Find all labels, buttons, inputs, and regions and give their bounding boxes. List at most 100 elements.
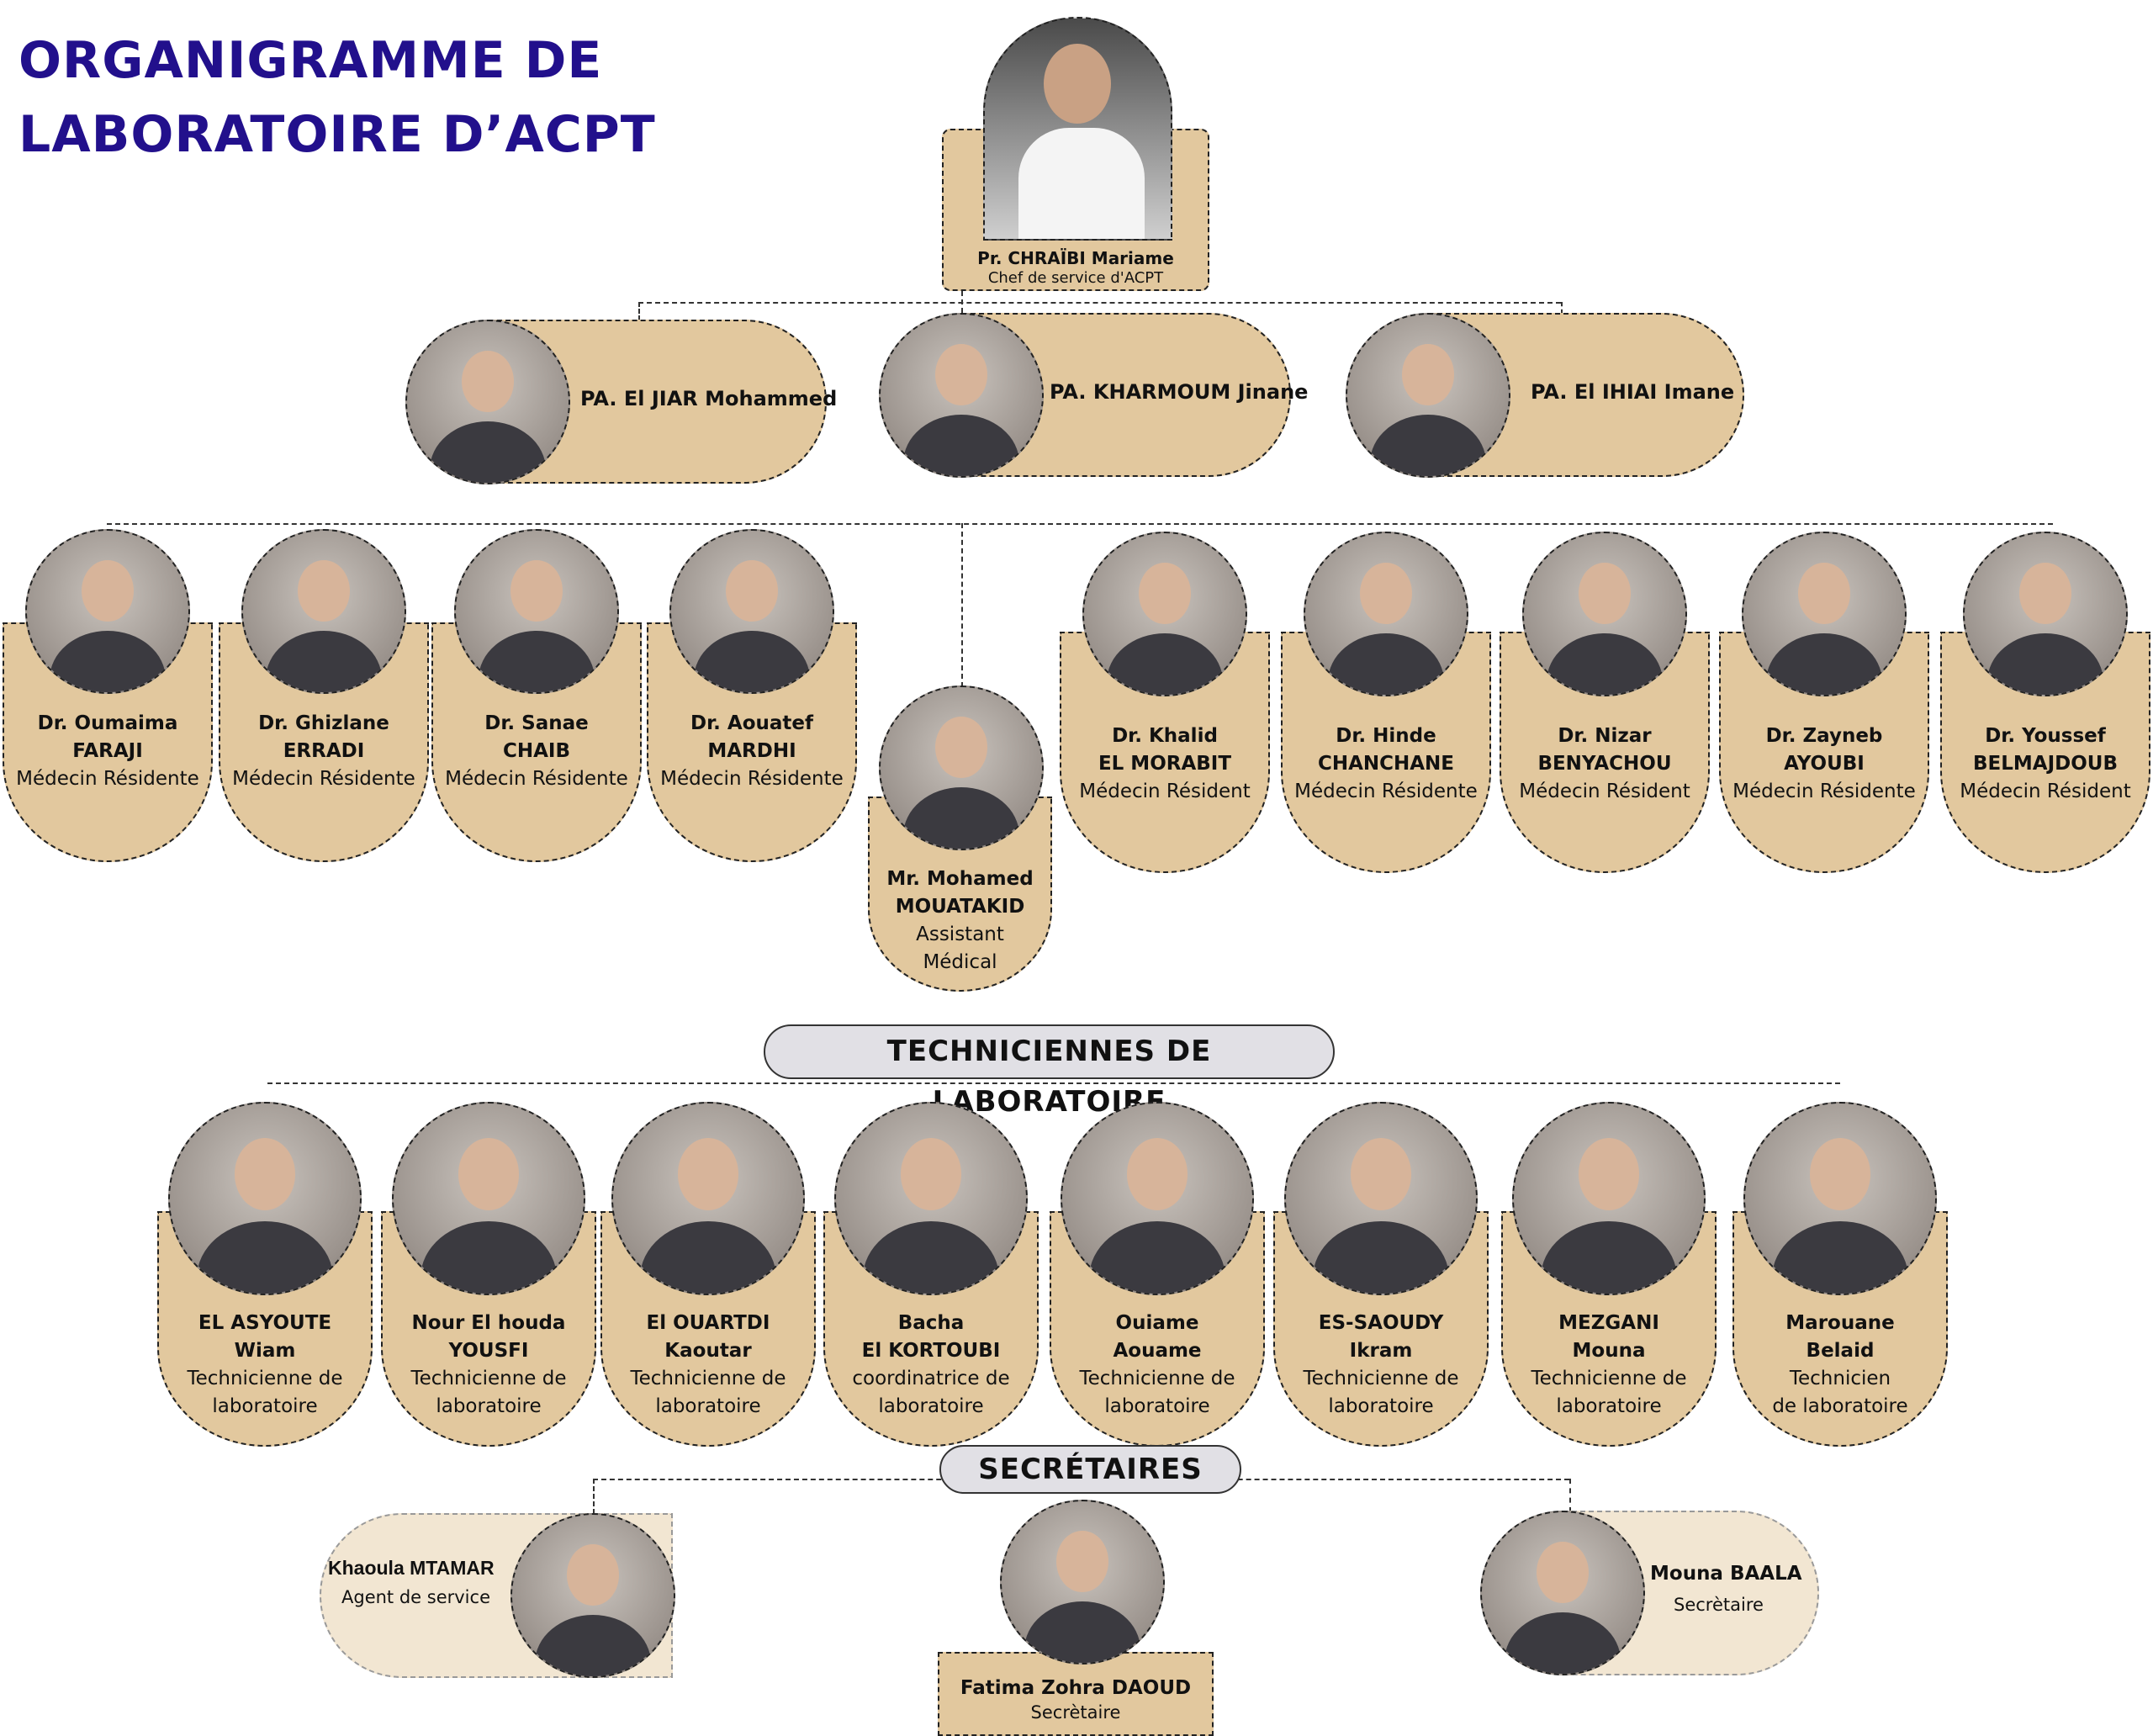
resident-first-name: Dr. Hinde — [1336, 725, 1436, 747]
person-photo — [1061, 1102, 1254, 1295]
technician-l2: Belaid — [1806, 1340, 1875, 1362]
photo-body — [639, 1221, 777, 1294]
title-line-1: ORGANIGRAMME DE — [19, 31, 603, 90]
photo-head — [82, 559, 134, 622]
photo-head — [677, 1137, 739, 1210]
secretary-name: Khaoula MTAMAR — [328, 1557, 495, 1579]
photo-head — [2019, 562, 2071, 624]
photo-head — [1579, 562, 1631, 624]
photo-body — [1327, 633, 1445, 695]
page-title: ORGANIGRAMME DE LABORATOIRE D’ACPT — [19, 24, 656, 172]
photo-body — [1771, 1221, 1909, 1294]
person-photo — [1512, 1102, 1706, 1295]
technician-l2: Aouame — [1113, 1340, 1202, 1362]
connector — [1561, 302, 1563, 314]
chief-photo — [983, 17, 1172, 241]
resident-role: Médecin Résident — [1960, 781, 2131, 802]
resident-last-name: FARAJI — [72, 740, 143, 762]
photo-body — [429, 421, 547, 483]
resident-role: Médecin Résidente — [1294, 781, 1478, 802]
technician-r1: Technicienne de — [1531, 1368, 1687, 1389]
photo-head — [510, 559, 563, 622]
secretary-name: Mouna BAALA — [1650, 1563, 1802, 1585]
chief-name: Pr. CHRAÏBI Mariame — [977, 248, 1174, 268]
resident-first-name: Dr. Youssef — [1985, 725, 2106, 747]
resident-first-name: Dr. Sanae — [484, 712, 589, 734]
technician-r2: laboratoire — [436, 1395, 542, 1417]
person-photo — [1284, 1102, 1478, 1295]
technician-r1: Technicienne de — [1079, 1368, 1235, 1389]
secretary-role: Secrètaire — [1674, 1595, 1764, 1615]
photo-body — [1546, 633, 1664, 695]
photo-body — [1088, 1221, 1226, 1294]
technician-r1: Technicienne de — [410, 1368, 567, 1389]
photo-head — [1360, 562, 1412, 624]
resident-first-name: Dr. Aouatef — [690, 712, 813, 734]
photo-body — [1312, 1221, 1450, 1294]
person-photo — [1000, 1500, 1165, 1665]
chief-role: Chef de service d'ACPT — [987, 269, 1164, 287]
professor-name: PA. El IHIAI Imane — [1531, 380, 1735, 404]
photo-head — [458, 1137, 520, 1210]
secretary-role: Agent de service — [341, 1587, 490, 1607]
person-photo — [1743, 1102, 1937, 1295]
person-photo — [1742, 532, 1907, 696]
photo-head — [935, 716, 987, 778]
connector-professors — [638, 302, 1561, 304]
technician-l1: EL ASYOUTE — [198, 1312, 332, 1334]
photo-head — [1126, 1137, 1188, 1210]
technician-r1: Technicienne de — [1303, 1368, 1459, 1389]
person-photo — [1480, 1511, 1645, 1675]
resident-last-name: AYOUBI — [1784, 753, 1865, 775]
photo-body — [1504, 1612, 1621, 1674]
photo-body — [902, 787, 1020, 849]
technician-r2: laboratoire — [878, 1395, 984, 1417]
technician-r2: laboratoire — [1556, 1395, 1662, 1417]
technician-r2: laboratoire — [1328, 1395, 1434, 1417]
person-photo — [510, 1513, 675, 1678]
person-photo — [1082, 532, 1247, 696]
resident-last-name: EL MORABIT — [1098, 753, 1232, 775]
resident-first-name: Dr. Nizar — [1558, 725, 1652, 747]
connector-assistant — [961, 523, 963, 687]
person-photo — [454, 529, 619, 694]
photo-body — [1765, 633, 1883, 695]
technician-r2: laboratoire — [1104, 1395, 1210, 1417]
resident-first-name: Dr. Ghizlane — [258, 712, 389, 734]
technician-l1: Marouane — [1785, 1312, 1895, 1334]
photo-head — [726, 559, 778, 622]
resident-role: Médecin Résident — [1079, 781, 1251, 802]
technician-l2: Mouna — [1572, 1340, 1646, 1362]
technician-l1: Bacha — [897, 1312, 965, 1334]
secretaries-section-header: SECRÉTAIRES — [939, 1445, 1241, 1494]
resident-role: Médecin Résidente — [232, 768, 415, 790]
person-photo — [1304, 532, 1468, 696]
assistant-first: Mr. Mohamed — [886, 868, 1034, 890]
technician-r2: de laboratoire — [1772, 1395, 1908, 1417]
connector-technicians — [267, 1082, 1840, 1084]
secretary-role: Secrètaire — [1030, 1702, 1121, 1723]
resident-role: Médecin Résidente — [16, 768, 199, 790]
photo-body — [1018, 128, 1145, 239]
photo-body — [1986, 633, 2104, 695]
connector-residents — [107, 523, 2053, 525]
photo-body — [1540, 1221, 1678, 1294]
person-photo — [1963, 532, 2128, 696]
photo-body — [49, 631, 167, 692]
photo-head — [900, 1137, 962, 1210]
technician-l2: El KORTOUBI — [861, 1340, 1001, 1362]
technician-l1: Nour El houda — [411, 1312, 566, 1334]
photo-head — [234, 1137, 296, 1210]
photo-head — [1537, 1541, 1589, 1603]
photo-head — [1350, 1137, 1412, 1210]
photo-head — [462, 350, 514, 412]
person-photo — [168, 1102, 362, 1295]
resident-last-name: BENYACHOU — [1537, 753, 1672, 775]
photo-body — [693, 631, 811, 692]
person-photo — [669, 529, 834, 694]
assistant-role1: Assistant — [916, 924, 1004, 945]
title-line-2: LABORATOIRE D’ACPT — [19, 105, 656, 164]
photo-head — [1798, 562, 1850, 624]
photo-head — [1056, 1530, 1108, 1592]
